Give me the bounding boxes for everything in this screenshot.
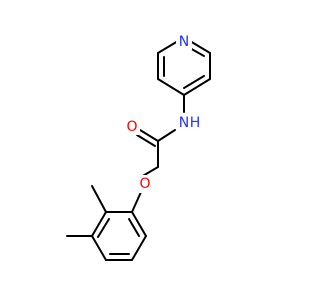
atom-o-ether: O <box>137 175 153 193</box>
atom-h-amide-label: H <box>190 115 201 131</box>
bond-bz-c5-c6 <box>131 235 147 261</box>
molecule-canvas: N N H O O <box>66 32 211 261</box>
bond-py-c4-c5 <box>183 78 211 96</box>
bond-c-o-double-a <box>139 129 159 142</box>
bond-bz-c2-c3-inner <box>97 218 110 238</box>
atom-o-carbonyl: O <box>124 117 140 135</box>
bond-bz-c6-c1-inner <box>128 218 140 237</box>
bond-o-ether-ar <box>131 191 142 213</box>
bond-py-c4-c5-inner <box>183 75 205 89</box>
atom-o-ether-label: O <box>139 176 150 192</box>
bond-nh-c-carbonyl <box>157 129 176 142</box>
bond-py-c3-c4 <box>157 78 185 96</box>
atom-n-pyridine: N <box>176 32 192 50</box>
atom-n-amide-label: N <box>179 115 189 131</box>
bond-bz-c6-c1 <box>131 211 147 237</box>
molecule-structure: N N H O O <box>66 32 211 261</box>
bond-methyl-1 <box>91 185 107 213</box>
bond-bz-c2-c3 <box>91 211 107 237</box>
bond-py-n1-c2 <box>157 40 179 54</box>
bond-c-o-double-b <box>136 134 156 147</box>
bond-bz-c3-c4 <box>91 235 107 261</box>
bond-py-c6-n1 <box>189 40 211 54</box>
atom-n-pyridine-label: N <box>179 34 189 50</box>
atom-nh-amide: N H <box>176 113 200 131</box>
atom-o-carbonyl-label: O <box>126 119 137 135</box>
